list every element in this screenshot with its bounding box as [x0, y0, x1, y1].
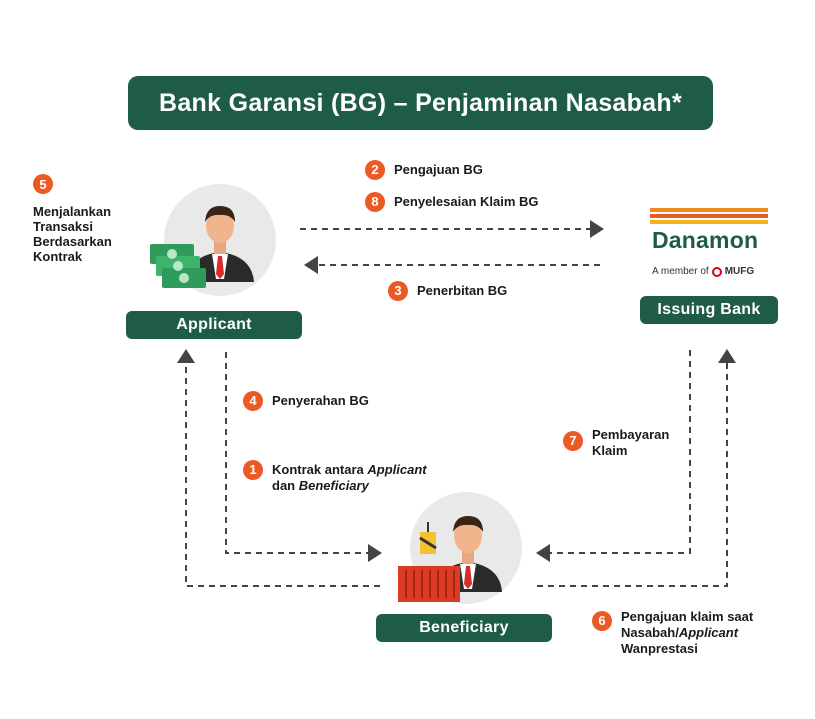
beneficiary-illustration — [398, 492, 522, 604]
arrowhead-right-top — [590, 220, 604, 238]
arrow-beneficiary-to-applicant — [185, 363, 380, 587]
arrowhead-into-beneficiary-left — [368, 544, 382, 562]
step-2-text: Pengajuan BG — [394, 162, 483, 177]
member-group: MUFG — [724, 266, 755, 277]
crane-hook-icon — [419, 522, 437, 554]
step-3-text: Penerbitan BG — [417, 283, 508, 298]
step-1-line2-b: Beneficiary — [298, 478, 369, 493]
step-4-number: 4 — [243, 391, 263, 411]
issuing-bank-label: Issuing Bank — [640, 296, 778, 324]
step-3-number: 3 — [388, 281, 408, 301]
step-5-line: Kontrak — [33, 249, 83, 264]
arrow-beneficiary-to-bank — [537, 363, 728, 587]
step-8: 8 Penyelesaian Klaim BG — [365, 192, 539, 212]
step-1-line1-b: Applicant — [367, 462, 427, 477]
arrow-applicant-to-beneficiary — [225, 352, 368, 554]
mufg-logo-icon — [711, 266, 722, 277]
step-7-line: Klaim — [592, 443, 628, 458]
applicant-illustration — [150, 184, 276, 296]
step-8-number: 8 — [365, 192, 385, 212]
step-5-line: Transaksi — [33, 219, 93, 234]
step-5-line: Menjalankan — [33, 204, 112, 219]
step-6-line1: Pengajuan klaim saat — [621, 609, 754, 624]
step-1-line1-a: Kontrak antara — [272, 462, 368, 477]
money-stack-icon — [150, 244, 206, 288]
step-1-number: 1 — [243, 460, 263, 480]
step-5: 5 Menjalankan Transaksi Berdasarkan Kont… — [33, 174, 112, 264]
bank-brand-name: Danamon — [652, 227, 759, 253]
arrowhead-left-top — [304, 256, 318, 274]
step-4: 4 Penyerahan BG — [243, 391, 369, 411]
step-2-number: 2 — [365, 160, 385, 180]
member-prefix: A member of — [652, 266, 709, 277]
arrow-bank-to-beneficiary — [550, 350, 691, 554]
step-5-number: 5 — [33, 174, 53, 194]
arrowhead-up-bank — [718, 349, 736, 363]
step-7-text: Pembayaran Klaim — [592, 427, 669, 459]
step-1: 1 Kontrak antara Applicant dan Beneficia… — [243, 460, 427, 494]
arrowhead-up-applicant — [177, 349, 195, 363]
danamon-logo-stripes — [650, 208, 768, 224]
step-7: 7 Pembayaran Klaim — [563, 427, 669, 459]
step-4-text: Penyerahan BG — [272, 393, 369, 408]
step-1-line2-a: dan — [272, 478, 299, 493]
step-5-line: Berdasarkan — [33, 234, 112, 249]
step-5-text: Menjalankan Transaksi Berdasarkan Kontra… — [33, 204, 112, 264]
beneficiary-label: Beneficiary — [376, 614, 552, 642]
applicant-label: Applicant — [126, 311, 302, 339]
step-3: 3 Penerbitan BG — [388, 281, 508, 301]
step-6-line2-a: Nasabah/ — [621, 625, 679, 640]
step-6-text: Pengajuan klaim saat Nasabah/Applicant W… — [621, 609, 753, 657]
step-8-text: Penyelesaian Klaim BG — [394, 194, 539, 209]
arrowhead-into-beneficiary-right — [536, 544, 550, 562]
step-6-line3: Wanprestasi — [621, 641, 698, 656]
diagram-title: Bank Garansi (BG) – Penjaminan Nasabah* — [128, 76, 713, 130]
step-1-text: Kontrak antara Applicant dan Beneficiary — [272, 462, 427, 494]
cargo-container-icon — [398, 566, 460, 602]
step-6-number: 6 — [592, 611, 612, 631]
step-6: 6 Pengajuan klaim saat Nasabah/Applicant… — [592, 609, 753, 657]
bank-membership: A member of MUFG — [652, 266, 754, 277]
step-6-line2-b: Applicant — [678, 625, 739, 640]
step-7-number: 7 — [563, 431, 583, 451]
step-2: 2 Pengajuan BG — [365, 160, 483, 180]
step-7-line: Pembayaran — [592, 427, 670, 442]
